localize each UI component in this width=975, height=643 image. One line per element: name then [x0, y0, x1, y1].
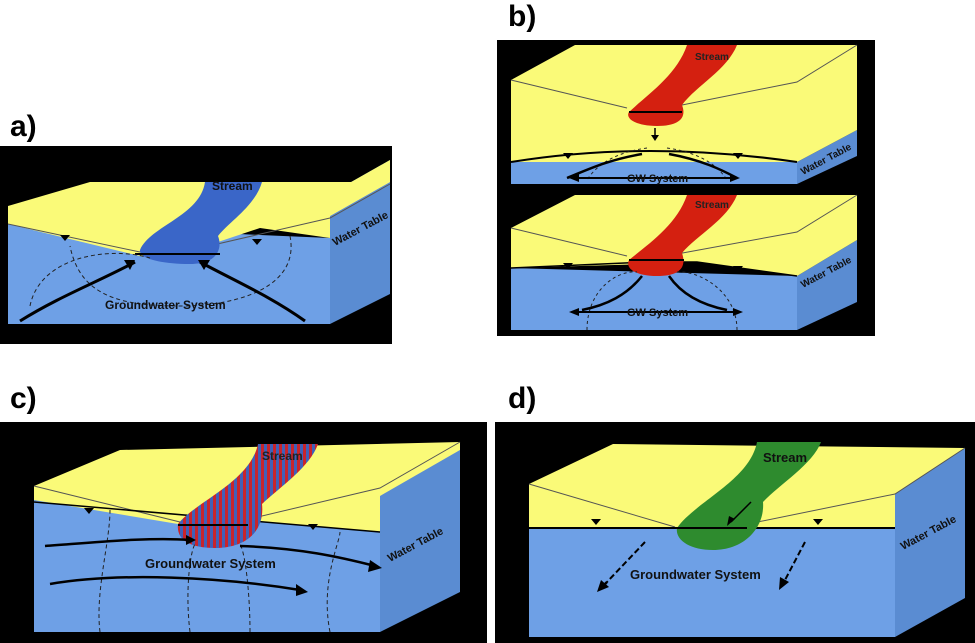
label-gw-system-bottom: GW System [627, 307, 688, 319]
arrowhead-3 [296, 584, 308, 596]
valley-line-right [742, 447, 966, 526]
seepage-arrowhead-left [597, 580, 609, 592]
wt-marker-top-right [733, 153, 743, 159]
flow-arrow-bottom-left [581, 275, 643, 312]
aquifer-front [34, 500, 380, 632]
arrowhead-right [198, 260, 210, 270]
stream-body [177, 444, 318, 548]
stream-body-bottom [628, 195, 737, 276]
dashed-c-2 [187, 543, 196, 633]
flow-arrow-3 [49, 575, 301, 592]
panel-a: Stream Water Table Groundwater System [0, 146, 392, 344]
seepage-dashed-left [606, 541, 646, 583]
label-stream: Stream [262, 449, 303, 463]
wt-marker-left [591, 519, 601, 525]
valley-line-bottom-left [510, 227, 628, 257]
valley-line-left [33, 485, 181, 523]
wt-marker-right [813, 519, 823, 525]
flow-arrow-1 [44, 537, 191, 548]
valley-line-right [244, 441, 461, 521]
aquifer-side [895, 448, 965, 637]
arrowhead-1 [186, 535, 196, 545]
diagram-c: Stream Water Table Groundwater System [33, 441, 461, 633]
arrowhead-top-left [569, 174, 579, 182]
valley-line-left [7, 223, 141, 253]
label-gw-system: Groundwater System [105, 298, 226, 312]
label-stream-bottom: Stream [695, 200, 729, 211]
panel-label-a: a) [10, 110, 37, 143]
label-stream-top: Stream [695, 52, 729, 63]
diagram-b-top: Stream Water Table GW System [510, 44, 858, 185]
stream-flow-arrowhead [727, 516, 735, 526]
valley-line-right [199, 183, 391, 249]
wt-marker-left [84, 508, 94, 514]
aquifer-side-bottom [797, 240, 857, 330]
arrowhead-top-right [730, 174, 740, 182]
diagram-a: Stream Water Table Groundwater System [7, 160, 391, 324]
stream-body [676, 442, 821, 550]
dashed-bottom-2 [676, 271, 738, 331]
seepage-dashed-right [784, 541, 806, 581]
dashed-top-1 [586, 147, 648, 181]
arrowhead-left [124, 260, 135, 270]
dashed-c-1 [98, 509, 111, 633]
seepage-arrowhead-top [651, 135, 659, 141]
land-side-bottom [797, 195, 857, 276]
dashed-c-4 [326, 531, 341, 633]
valley-line-top-right [676, 44, 858, 107]
panel-d: Stream Water Table Groundwater System [495, 422, 975, 643]
panel-c: Stream Water Table Groundwater System [0, 422, 487, 643]
label-gw-system: Groundwater System [145, 556, 276, 571]
dashed-bottom-1 [586, 271, 638, 331]
land-side [380, 442, 460, 496]
land-side-top [797, 45, 857, 162]
flow-arrow-top-left [566, 152, 643, 180]
panel-b: Stream Water Table GW System Stream [497, 40, 875, 336]
panel-label-b: b) [508, 0, 537, 33]
stream-body-top [628, 45, 737, 126]
aquifer-side-top [797, 130, 857, 184]
wt-marker-right [252, 239, 262, 245]
water-table-line-top [510, 150, 798, 163]
wt-marker-right [308, 524, 318, 530]
arrowhead-bottom-left [569, 308, 579, 316]
arrowhead-2 [368, 560, 382, 572]
stream-body [139, 182, 262, 264]
label-gw-system-top: GW System [627, 173, 688, 185]
panel-label-d: d) [508, 382, 537, 415]
label-gw-system: Groundwater System [630, 567, 761, 582]
arrowhead-bottom-right [733, 308, 743, 316]
diagram-d: Stream Water Table Groundwater System [528, 442, 966, 637]
flow-arrow-bottom-right [667, 275, 728, 312]
flow-arrow-right [199, 260, 306, 323]
valley-line-top-left [510, 79, 628, 109]
valley-line-bottom-right [676, 194, 858, 255]
wt-marker-left [60, 235, 70, 241]
wt-marker-bottom-left [563, 263, 573, 269]
aquifer-front [8, 224, 330, 324]
aquifer-front-bottom [511, 268, 797, 330]
dashed-top-2 [666, 147, 728, 181]
label-stream: Stream [763, 450, 807, 465]
label-stream: Stream [212, 179, 253, 193]
seepage-arrowhead-right [779, 577, 789, 590]
flow-arrow-2 [239, 544, 376, 568]
aquifer-side [380, 442, 460, 632]
diagram-b: Stream Water Table GW System Stream [510, 44, 858, 331]
land-side [330, 160, 390, 216]
wt-marker-top-left [563, 153, 573, 159]
wt-marker-bottom-right [733, 266, 743, 272]
valley-line-left [528, 483, 676, 528]
flow-dashed-1 [29, 252, 151, 307]
panel-label-c: c) [10, 382, 37, 415]
aquifer-front [529, 528, 895, 637]
flow-arrow-left [19, 260, 136, 323]
flow-dashed-2 [69, 235, 292, 307]
dashed-c-3 [239, 543, 251, 633]
diagram-b-bottom: Stream Water Table GW System [510, 194, 858, 331]
land-surface-top [511, 45, 857, 162]
